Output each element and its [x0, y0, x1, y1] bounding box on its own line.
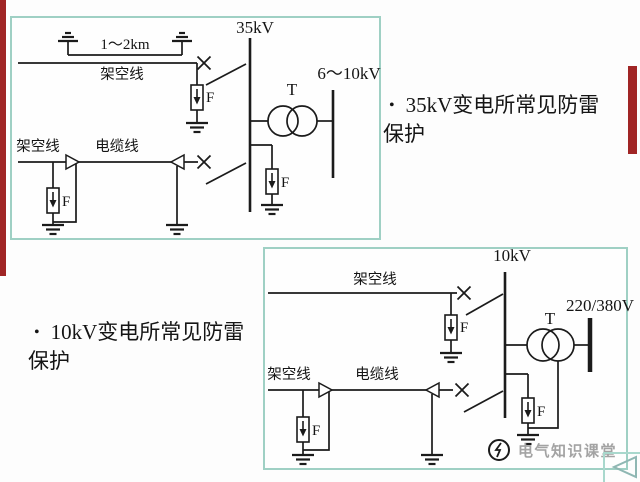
transformer-label: T [287, 80, 298, 99]
overhead-line-label: 架空线 [353, 271, 397, 288]
bullet-10kv: • 10kV变电所常见防雷 保护 [28, 318, 244, 375]
overhead-line-label: 架空线 [100, 66, 144, 83]
bullet-10kv-line1: 10kV变电所常见防雷 [50, 320, 245, 344]
arrester-icon [521, 397, 535, 424]
cable-sheath-ground-link [53, 164, 77, 223]
disconnector-blade [205, 63, 247, 86]
bullet-35kv-line1: 35kV变电所常见防雷 [405, 93, 600, 117]
disconnector-blade [205, 162, 247, 185]
bullet-35kv-line2: 保护 [383, 122, 425, 146]
cable-line-label: 电缆线 [95, 138, 139, 155]
arrester-icon [46, 187, 60, 214]
prev-slide-button[interactable] [603, 452, 640, 482]
overhead-line-label: 架空线 [16, 138, 60, 155]
disconnector-blade [465, 293, 504, 316]
overhead-line-label: 架空线 [267, 366, 311, 383]
arrester-icon [265, 168, 279, 195]
bus-voltage-label: 10kV [493, 246, 532, 265]
transformer-icon [267, 105, 299, 137]
diagram-10kv: 架空线 F 10kV T 220/380V F 架空线 电缆线 F [263, 246, 635, 470]
approach-length-label: 1～2km [100, 37, 150, 53]
arrester-label: F [62, 194, 70, 210]
secondary-voltage-label: 6～10kV [317, 64, 381, 83]
arrester-icon [296, 416, 310, 443]
transformer-icon [526, 328, 560, 362]
right-red-bar [628, 66, 637, 154]
diagram-35kv: 1～2km 架空线 F 架空线 电缆线 F 35kV T 6～10kV F [10, 16, 381, 240]
bullet-35kv: • 35kV变电所常见防雷 保护 [383, 91, 599, 148]
arrester-label: F [460, 320, 468, 336]
bullet-dot: • [389, 97, 395, 114]
arrester-icon [444, 314, 458, 341]
watermark-logo-icon [488, 439, 510, 461]
transformer-label: T [545, 309, 556, 328]
disconnector-blade [463, 390, 504, 413]
left-red-bar [0, 0, 6, 276]
secondary-voltage-label: 220/380V [566, 296, 635, 315]
arrester-label: F [312, 423, 320, 439]
arrester-icon [190, 84, 204, 111]
prev-slide-icon[interactable] [605, 454, 640, 480]
arrester-label: F [206, 90, 214, 106]
watermark-text: 电气知识课堂 [518, 443, 618, 460]
bus-voltage-label: 35kV [236, 18, 275, 37]
arrester-label: F [281, 175, 289, 191]
cable-line-label: 电缆线 [355, 366, 399, 383]
lv-neutral-ground-link [528, 361, 559, 429]
bullet-10kv-line2: 保护 [28, 349, 70, 373]
bullet-dot: • [34, 324, 40, 341]
arrester-label: F [537, 404, 545, 420]
cable-sheath-ground-link [303, 392, 330, 451]
watermark: 电气知识课堂 [486, 438, 617, 462]
